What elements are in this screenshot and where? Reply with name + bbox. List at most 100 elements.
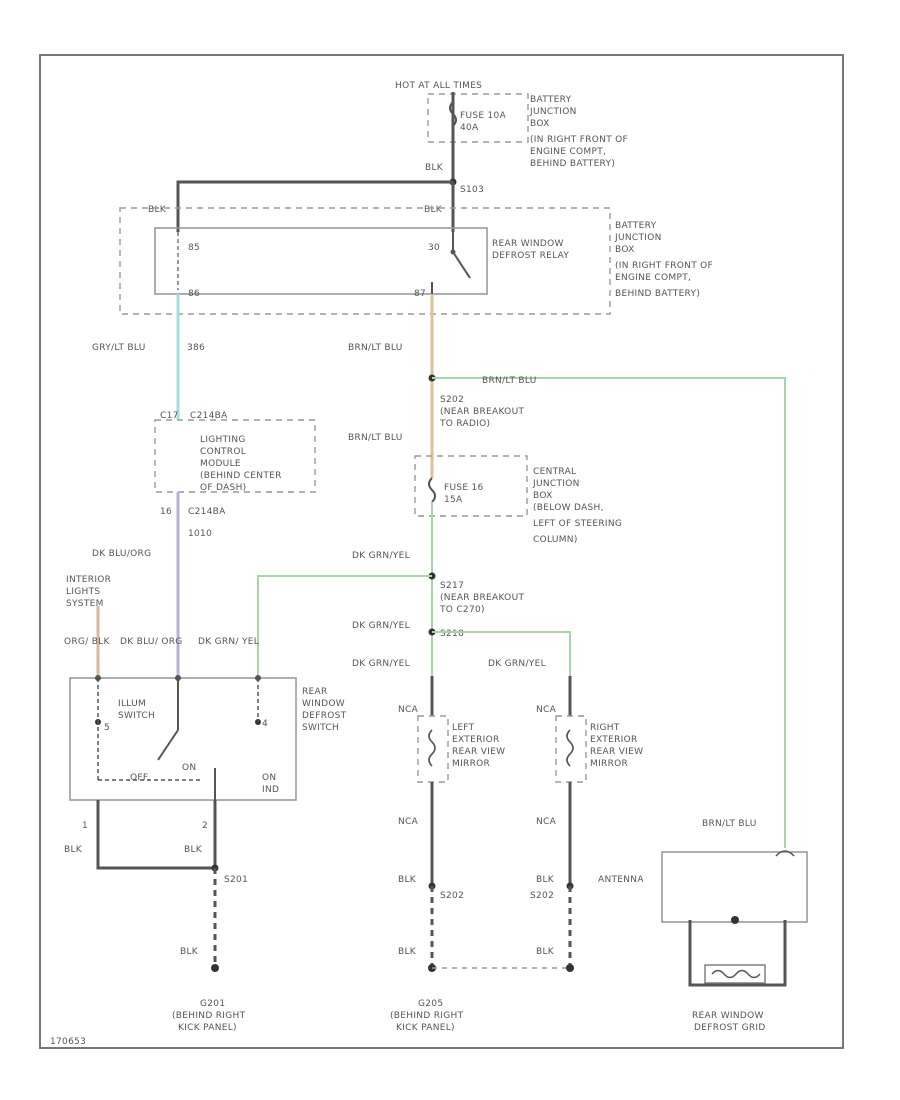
g205-text: G205 (BEHIND RIGHT KICK PANEL) [390,999,464,1033]
wire-brnltblu-label2: BRN/LT BLU [482,376,537,386]
svg-text:KICK PANEL): KICK PANEL) [396,1023,455,1033]
wire-blk-switch-l2: BLK [184,845,203,855]
s202-splice-label-r: S202 [530,891,554,901]
relay-pin86: 86 [188,289,200,299]
fuse-top-label: FUSE 10A [460,111,507,121]
svg-text:BEHIND BATTERY): BEHIND BATTERY) [530,159,615,169]
svg-text:REAR VIEW: REAR VIEW [590,747,643,757]
wire-blk-switch [96,800,215,870]
svg-text:(NEAR BREAKOUT: (NEAR BREAKOUT [440,407,524,417]
right-mirror-heater-icon [566,729,574,767]
svg-text:ENGINE COMPT,: ENGINE COMPT, [615,273,691,283]
lcm-pin2: 16 [160,507,172,517]
wire-blk-switch-l1: BLK [64,845,83,855]
svg-text:OF DASH): OF DASH) [200,483,246,493]
wire-orgblk-label: ORG/ BLK [64,637,110,647]
svg-text:ENGINE COMPT,: ENGINE COMPT, [530,147,606,157]
svg-text:BOX: BOX [533,491,553,501]
switch-on: ON [182,763,196,773]
lcm-conn2: C214BA [188,507,226,517]
relay-pin85: 85 [188,243,200,253]
bjb-relay-box [119,207,611,315]
svg-text:MIRROR: MIRROR [590,759,628,769]
svg-text:LEFT OF STEERING: LEFT OF STEERING [533,519,622,529]
switch-p1: 1 [82,821,88,831]
svg-text:EXTERIOR: EXTERIOR [452,735,500,745]
svg-text:BATTERY: BATTERY [615,221,657,231]
svg-text:BOX: BOX [615,245,635,255]
illum-switch-label: ILLUM SWITCH [118,699,155,721]
fuse-mid-label: FUSE 16 [444,483,484,493]
s218-label: S218 [440,629,464,639]
wire-brnltblu-label3: BRN/LT BLU [348,433,403,443]
relay-box [154,227,488,295]
defrost-switch-box [69,677,297,801]
figure-number: 170653 [50,1037,86,1047]
svg-text:TO RADIO): TO RADIO) [439,419,490,429]
svg-text:DEFROST GRID: DEFROST GRID [694,1023,766,1033]
svg-text:LIGHTS: LIGHTS [66,587,100,597]
svg-text:COLUMN): COLUMN) [533,535,578,545]
svg-text:G201: G201 [200,999,225,1009]
wire-dkgrnyel-label3: DK GRN/YEL [352,659,410,669]
wire-blk-top: BLK [425,163,444,173]
switch-pin5: 5 [104,723,110,733]
svg-text:(BEHIND CENTER: (BEHIND CENTER [200,471,282,481]
switch-contacts [95,678,261,800]
bjb-top-text: BATTERY JUNCTION BOX (IN RIGHT FRONT OF … [529,95,628,169]
wire-dkgrnyel2-label: DK GRN/ YEL [198,637,259,647]
switch-off: OFF [130,773,148,783]
svg-text:CENTRAL: CENTRAL [533,467,576,477]
wire-dkgrnyel-label4: DK GRN/YEL [488,659,546,669]
wire-brnltblu-antenna [432,377,786,848]
wire-dkgrnyel-label2: DK GRN/YEL [352,621,410,631]
right-mirror-nca-bot: NCA [536,817,557,827]
relay-contact-icon [431,232,471,294]
fuse-mid-rating: 15A [444,495,463,505]
svg-text:REAR WINDOW: REAR WINDOW [692,1011,764,1021]
left-mirror-nca-top: NCA [398,705,419,715]
svg-text:REAR: REAR [302,687,328,697]
s202-text: S202 (NEAR BREAKOUT TO RADIO) [439,395,524,429]
svg-text:SYSTEM: SYSTEM [66,599,104,609]
svg-text:(BEHIND RIGHT: (BEHIND RIGHT [390,1011,464,1021]
cjb-box [414,455,528,517]
wire-dkbluorg-label: DK BLU/ORG [92,549,151,559]
fuse-top-rating: 40A [460,123,479,133]
right-mirror-text: RIGHT EXTERIOR REAR VIEW MIRROR [590,723,643,769]
svg-text:JUNCTION: JUNCTION [532,479,580,489]
left-mirror-heater-icon [428,729,436,767]
relay-pin30: 30 [428,243,440,253]
wire-blk-g201-label: BLK [180,947,199,957]
right-mirror-box [555,715,587,783]
svg-text:REAR VIEW: REAR VIEW [452,747,505,757]
svg-text:SWITCH: SWITCH [302,723,339,733]
diagram-frame [39,54,844,1049]
wire-gry-ltblu-label: GRY/LT BLU [92,343,146,353]
svg-text:MODULE: MODULE [200,459,241,469]
fuse-mid-icon [428,462,436,503]
svg-text:S217: S217 [440,581,464,591]
svg-text:SWITCH: SWITCH [118,711,155,721]
wire-blk-right-bot: BLK [536,947,555,957]
svg-text:G205: G205 [418,999,443,1009]
relay-name: REAR WINDOW DEFROST RELAY [492,239,569,261]
svg-text:BATTERY: BATTERY [530,95,572,105]
hot-at-all-times: HOT AT ALL TIMES [395,81,482,91]
svg-text:(IN RIGHT FRONT OF: (IN RIGHT FRONT OF [530,135,628,145]
svg-text:LIGHTING: LIGHTING [200,435,246,445]
interior-switch-text: INTERIOR LIGHTS SYSTEM [66,575,111,609]
defrost-switch-name: REAR WINDOW DEFROST SWITCH [302,687,346,733]
lcm-pin: C17 [160,411,179,421]
svg-text:(BEHIND RIGHT: (BEHIND RIGHT [172,1011,246,1021]
g201-text: G201 (BEHIND RIGHT KICK PANEL) [172,999,246,1033]
wire-blk-85: BLK [148,205,167,215]
svg-text:IND: IND [262,785,279,795]
lcm-text: LIGHTING CONTROL MODULE (BEHIND CENTER O… [200,435,282,493]
wire-blk-30: BLK [424,205,443,215]
wire-dkbluorg2-label: DK BLU/ ORG [120,637,183,647]
s217-text: S217 (NEAR BREAKOUT TO C270) [439,581,524,615]
switch-pin4: 4 [262,719,268,729]
grid-wire [688,920,787,987]
